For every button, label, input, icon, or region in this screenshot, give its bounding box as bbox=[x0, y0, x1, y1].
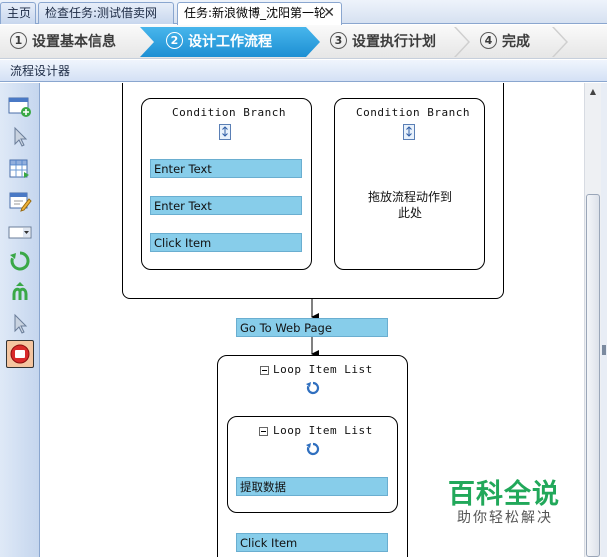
action-label: Click Item bbox=[240, 536, 298, 550]
loop-icon[interactable] bbox=[6, 247, 34, 275]
tab-home[interactable]: 主页 bbox=[0, 2, 36, 24]
condition-branch-right[interactable]: Condition Branch 拖放流程动作到 此处 bbox=[334, 98, 485, 270]
dropdown-icon[interactable] bbox=[6, 219, 34, 247]
step-number: 4 bbox=[480, 32, 497, 49]
add-step-icon[interactable] bbox=[6, 93, 34, 121]
action-click-item-1[interactable]: Click Item bbox=[150, 233, 302, 252]
workflow-canvas[interactable]: Condition Branch Enter Text Enter Text C… bbox=[41, 83, 584, 557]
edit-form-icon[interactable] bbox=[6, 187, 34, 215]
action-extract-data[interactable]: 提取数据 bbox=[236, 477, 388, 496]
pointer-icon[interactable] bbox=[6, 123, 34, 151]
chevron-right-icon bbox=[454, 27, 470, 57]
step-basic-info[interactable]: 1 设置基本信息 bbox=[0, 27, 140, 57]
grid-select-icon[interactable] bbox=[6, 155, 34, 183]
scroll-thumb[interactable] bbox=[586, 194, 600, 557]
vertical-scrollbar[interactable]: ▲ bbox=[584, 83, 601, 557]
action-label: Enter Text bbox=[154, 162, 212, 176]
splitter-handle[interactable] bbox=[601, 83, 607, 557]
close-icon[interactable]: ✕ bbox=[323, 5, 335, 21]
loop-title: Loop Item List bbox=[273, 363, 373, 376]
step-label: 完成 bbox=[502, 34, 530, 50]
condition-icon bbox=[219, 124, 231, 140]
step-design-workflow[interactable]: 2 设计工作流程 bbox=[140, 27, 320, 57]
splitter-knob[interactable] bbox=[602, 345, 606, 355]
step-number: 3 bbox=[330, 32, 347, 49]
pointer-icon[interactable] bbox=[6, 310, 34, 338]
action-label: 提取数据 bbox=[240, 480, 286, 494]
step-execution-plan[interactable]: 3 设置执行计划 bbox=[320, 27, 452, 57]
tab-check-task-label: 检查任务:测试借卖网 bbox=[45, 6, 158, 20]
stop-icon[interactable] bbox=[6, 340, 34, 368]
tab-current-task[interactable]: 任务:新浪微博_沈阳第一轮 ✕ bbox=[177, 2, 342, 25]
step-label: 设置基本信息 bbox=[32, 34, 116, 50]
tab-bar: 主页 检查任务:测试借卖网 任务:新浪微博_沈阳第一轮 ✕ bbox=[0, 0, 607, 25]
loop-title: Loop Item List bbox=[273, 424, 373, 437]
tab-check-task[interactable]: 检查任务:测试借卖网 bbox=[38, 2, 174, 24]
tab-home-label: 主页 bbox=[7, 6, 32, 20]
step-label: 设置执行计划 bbox=[352, 34, 436, 50]
action-click-item-2[interactable]: Click Item bbox=[236, 533, 388, 552]
action-enter-text-1[interactable]: Enter Text bbox=[150, 159, 302, 178]
watermark-subtitle: 助你轻松解决 bbox=[457, 510, 553, 526]
wizard-steps: 1 设置基本信息 2 设计工作流程 3 设置执行计划 4 完成 bbox=[0, 25, 607, 59]
drop-hint-line1: 拖放流程动作到 bbox=[367, 190, 452, 204]
condition-icon bbox=[403, 124, 415, 140]
collapse-icon[interactable] bbox=[259, 427, 268, 436]
action-enter-text-2[interactable]: Enter Text bbox=[150, 196, 302, 215]
condition-branch-title: Condition Branch bbox=[172, 106, 286, 119]
scroll-up-icon[interactable]: ▲ bbox=[589, 87, 597, 96]
step-number: 1 bbox=[10, 32, 27, 49]
action-go-to-web-page[interactable]: Go To Web Page bbox=[236, 318, 388, 337]
action-label: Enter Text bbox=[154, 199, 212, 213]
loop-inner[interactable]: Loop Item List bbox=[227, 416, 398, 513]
loop-icon bbox=[306, 381, 320, 395]
condition-branch-title: Condition Branch bbox=[356, 106, 470, 119]
step-label: 设计工作流程 bbox=[188, 34, 272, 50]
action-label: Go To Web Page bbox=[240, 321, 332, 335]
loop-icon bbox=[306, 442, 320, 456]
branch-icon[interactable] bbox=[6, 279, 34, 307]
step-number: 2 bbox=[166, 32, 183, 49]
drop-hint: 拖放流程动作到 此处 bbox=[355, 189, 465, 221]
tab-current-task-label: 任务:新浪微博_沈阳第一轮 bbox=[184, 6, 327, 20]
toolbox bbox=[0, 83, 40, 557]
watermark-title: 百科全说 bbox=[448, 479, 560, 510]
section-header: 流程设计器 bbox=[0, 60, 607, 82]
collapse-icon[interactable] bbox=[260, 366, 269, 375]
drop-hint-line2: 此处 bbox=[397, 206, 422, 220]
section-title: 流程设计器 bbox=[10, 64, 71, 78]
step-finish[interactable]: 4 完成 bbox=[470, 27, 560, 57]
action-label: Click Item bbox=[154, 236, 212, 250]
